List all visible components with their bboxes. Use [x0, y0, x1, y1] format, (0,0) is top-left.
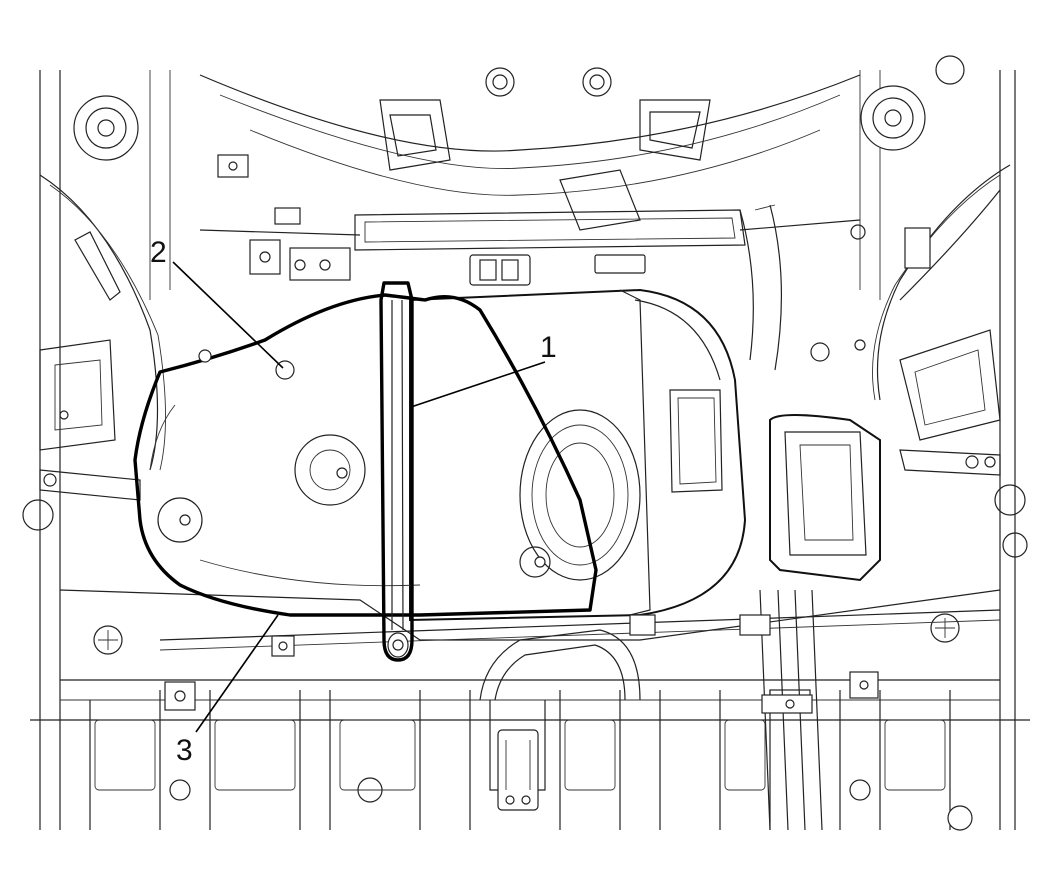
callout-labels: 1 2 3 [150, 236, 557, 767]
callout-1-label: 1 [540, 331, 557, 364]
callout-leaders [172, 261, 546, 733]
muffler [409, 204, 881, 622]
callout-1-leader [410, 361, 546, 408]
heat-shield [133, 293, 598, 617]
top-connectors [198, 207, 931, 363]
exhaust-strap [379, 281, 414, 662]
callout-3-leader [195, 614, 279, 733]
vehicle-underbody-structure [22, 55, 1030, 831]
callout-3-label: 3 [176, 734, 193, 767]
callout-2-leader [172, 261, 284, 369]
exhaust-pipes [271, 589, 823, 831]
callout-2-label: 2 [150, 236, 167, 269]
